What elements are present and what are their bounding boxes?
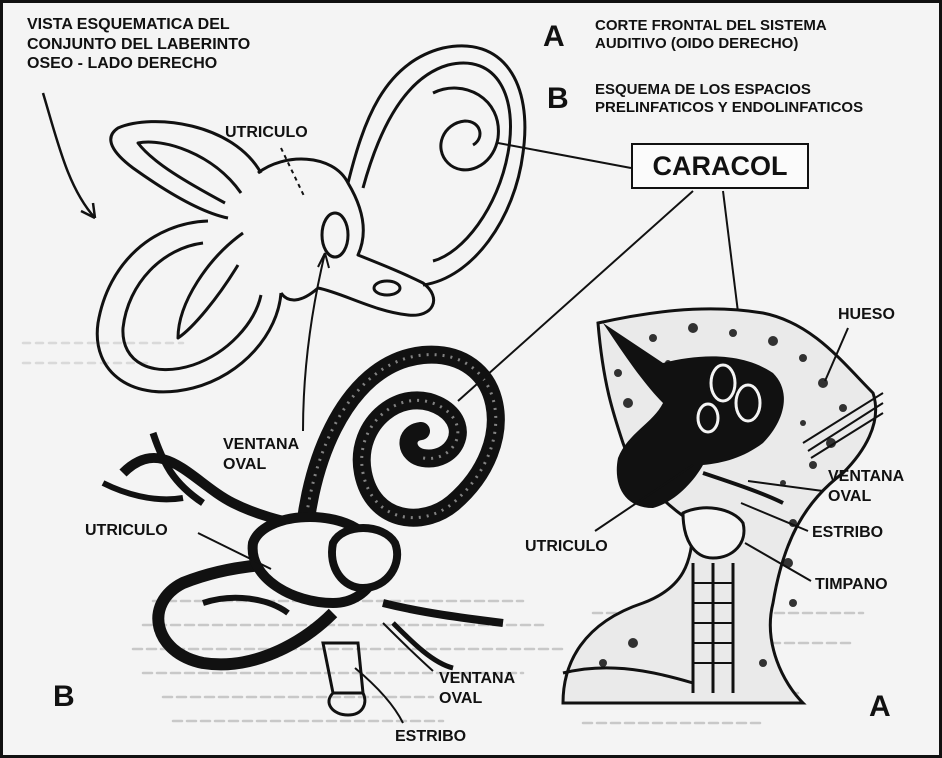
caption-b-line-1: ESQUEMA DE LOS ESPACIOS xyxy=(595,81,811,98)
topleft-caption-line-1: VISTA ESQUEMATICA DEL xyxy=(27,16,230,33)
estribo-right-pointer xyxy=(740,502,809,532)
ventana-oval-right-line-1: VENTANA xyxy=(828,468,905,485)
ventana-oval-bottom-line-1: VENTANA xyxy=(439,670,516,687)
caption-b: ESQUEMA DE LOS ESPACIOS PRELINFATICOS Y … xyxy=(595,81,863,118)
hueso-label: HUESO xyxy=(838,306,895,323)
letter-a-bottom: A xyxy=(869,690,891,723)
ventana-oval-top-pointer xyxy=(302,252,326,432)
utriculo-right-label: UTRICULO xyxy=(525,538,608,555)
ventana-oval-bottom-line-2: OVAL xyxy=(439,689,483,707)
utriculo-top-pointer xyxy=(280,147,306,199)
topleft-caption-line-2: CONJUNTO DEL LABERINTO xyxy=(27,35,251,53)
utriculo-right-pointer xyxy=(594,464,694,532)
ventana-oval-right-label: VENTANA OVAL xyxy=(828,467,904,506)
topleft-caption-line-3: OSEO - LADO DERECHO xyxy=(27,55,218,73)
caracol-pointer-middle xyxy=(457,190,694,402)
membranous-labyrinth xyxy=(101,345,505,717)
ventana-oval-right-line-2: OVAL xyxy=(828,487,872,505)
ventana-oval-top-label: VENTANA OVAL xyxy=(223,435,299,474)
ventana-oval-bottom-pointer xyxy=(382,622,434,672)
ear-diagram-drawing xyxy=(21,44,884,725)
ventana-oval-right-pointer xyxy=(747,480,824,492)
ventana-oval-top-line-1: VENTANA xyxy=(223,436,300,453)
caption-a: CORTE FRONTAL DEL SISTEMA AUDITIVO (OIDO… xyxy=(595,17,827,54)
utriculo-left-label: UTRICULO xyxy=(85,522,168,539)
frontal-section xyxy=(561,307,884,705)
utriculo-left-pointer xyxy=(197,532,272,570)
estribo-right-label: ESTRIBO xyxy=(812,524,884,541)
bony-labyrinth-outline xyxy=(95,44,527,394)
letter-b-top: B xyxy=(547,82,569,115)
caption-curved-arrow xyxy=(41,92,96,219)
ventana-oval-bottom-label: VENTANA OVAL xyxy=(439,669,515,708)
caracol-label-box: CARACOL xyxy=(631,143,809,189)
caption-a-line-1: CORTE FRONTAL DEL SISTEMA xyxy=(595,17,827,34)
caption-b-line-2: PRELINFATICOS Y ENDOLINFATICOS xyxy=(595,99,864,117)
caption-a-line-2: AUDITIVO (OIDO DERECHO) xyxy=(595,35,799,53)
timpano-pointer xyxy=(744,542,812,582)
caracol-pointer-top xyxy=(497,142,632,169)
ventana-oval-top-arrowhead xyxy=(317,252,330,269)
estribo-bottom-pointer xyxy=(354,667,404,724)
estribo-bottom-label: ESTRIBO xyxy=(395,728,467,745)
topleft-caption: VISTA ESQUEMATICA DEL CONJUNTO DEL LABER… xyxy=(27,15,250,74)
caption-arrow-head xyxy=(80,202,97,220)
timpano-label: TIMPANO xyxy=(815,576,888,593)
letter-a-top: A xyxy=(543,20,565,53)
hueso-pointer xyxy=(824,327,849,382)
utriculo-top-label: UTRICULO xyxy=(225,124,308,141)
ventana-oval-top-line-2: OVAL xyxy=(223,455,267,473)
letter-b-bottom: B xyxy=(53,680,75,713)
